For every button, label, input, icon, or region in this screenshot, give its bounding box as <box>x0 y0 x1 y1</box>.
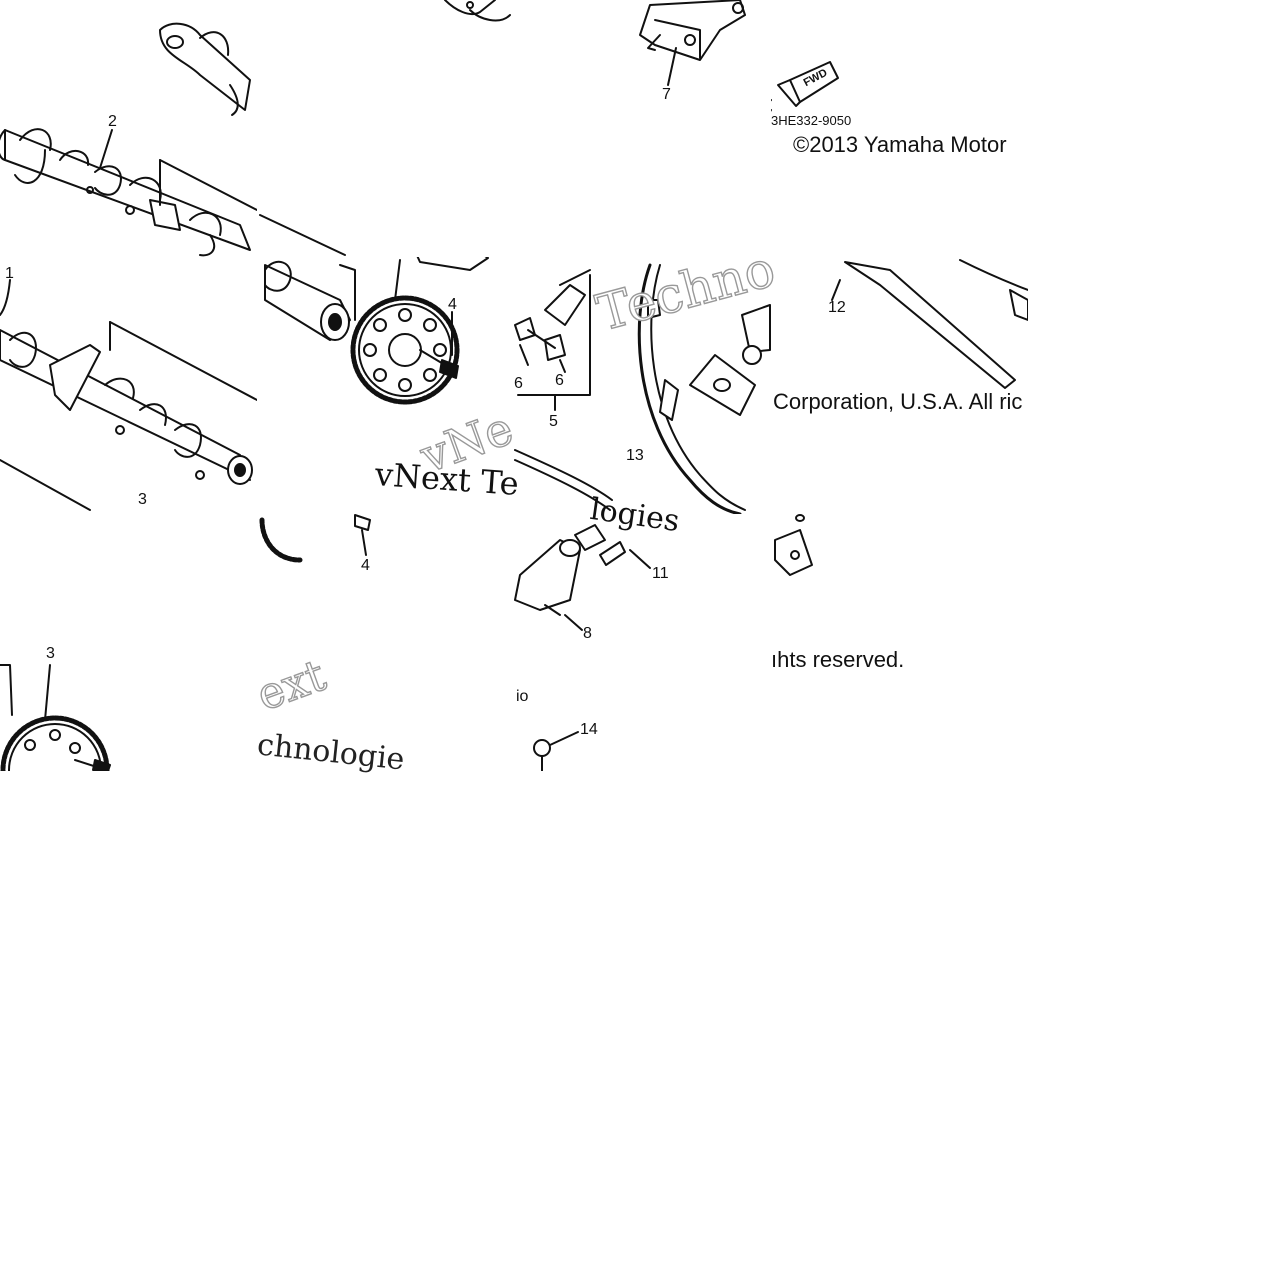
camshaft-2 <box>0 22 257 257</box>
callout-number: 13 <box>626 447 644 464</box>
callout-number: 4 <box>448 296 457 313</box>
copyright-line: ıhts reserved. <box>771 647 905 672</box>
chain-guides <box>514 263 771 514</box>
callout-number: 4 <box>361 557 370 574</box>
callout-number: 3 <box>46 645 55 662</box>
callout-number: 5 <box>549 413 558 430</box>
callout-number: 3 <box>138 491 147 508</box>
fwd-arrow <box>771 61 839 112</box>
callout-number: 8 <box>583 625 592 642</box>
chain-guide-12 <box>831 259 1028 389</box>
callout-number: 11 <box>652 565 669 582</box>
callout-number: 14 <box>580 721 598 738</box>
callout-number: 6 <box>555 372 564 389</box>
copyright-line: Corporation, U.S.A. All ric <box>773 390 1023 414</box>
callout-number: io <box>516 688 529 705</box>
callout-number: 7 <box>662 86 671 103</box>
sprocket-4-bolt <box>259 514 371 563</box>
sprocket-3 <box>0 664 111 771</box>
callout-number: 2 <box>108 113 117 130</box>
camshaft-1 <box>0 279 257 511</box>
callout-number: 12 <box>828 299 846 316</box>
small-bracket <box>774 514 813 576</box>
callout-number: 6 <box>514 375 523 392</box>
callout-number: 1 <box>5 265 14 282</box>
copyright-line: ©2013 Yamaha Motor <box>793 132 1007 157</box>
chain-tensioner-8 <box>514 524 651 771</box>
part-code: 3HE332-9050 <box>771 113 852 128</box>
chain-guide-bracket-7 <box>639 0 746 86</box>
cam-sprocket <box>264 257 489 405</box>
camshaft-end <box>259 0 511 256</box>
